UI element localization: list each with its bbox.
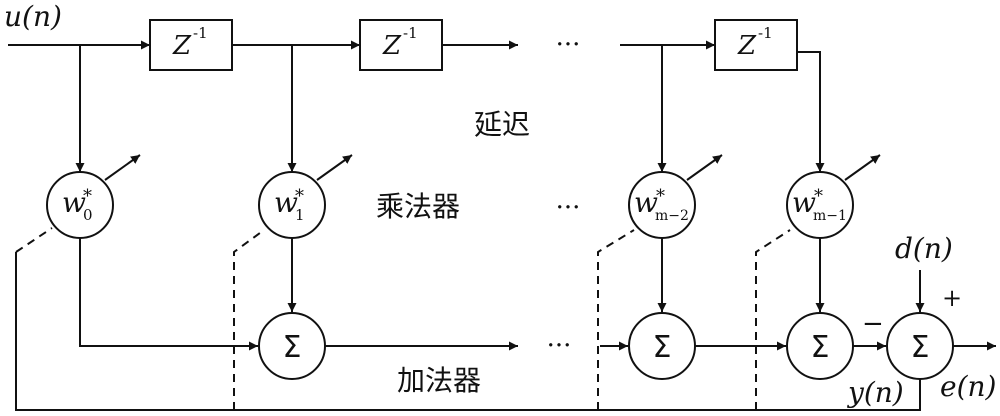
multiplier-m-2: w * m−2 [628, 154, 723, 239]
weight-base: w [62, 186, 86, 219]
weight-conj: * [656, 186, 665, 207]
weight-base: w [634, 186, 658, 219]
weight-index: m−1 [813, 208, 847, 224]
multiplier-outputs [79, 238, 825, 351]
sum-symbol: Σ [811, 330, 830, 365]
weight-conj: * [814, 186, 823, 207]
weight-base: w [274, 186, 298, 219]
delay-power: -1 [758, 24, 773, 42]
output-signal-label: y(n) [846, 376, 904, 409]
delay-label: 延迟 [474, 108, 530, 141]
update-paths [15, 227, 791, 410]
input-signal-label: u(n) [4, 0, 62, 33]
delay-symbol: Z [172, 31, 192, 61]
delay-symbol: Z [382, 31, 402, 61]
multiplier-m-1: w * m−1 [786, 154, 881, 239]
adder-1: Σ [258, 312, 326, 380]
sum-symbol: Σ [653, 330, 672, 365]
sum-symbol: Σ [283, 330, 302, 365]
delay-power: -1 [193, 24, 208, 42]
plus-sign: + [942, 284, 962, 312]
weight-conj: * [295, 186, 304, 207]
weight-index: m−2 [655, 208, 689, 224]
tap-lines [75, 45, 667, 172]
ellipsis-delay-line: ··· [556, 30, 581, 60]
multiplier-0: w * 0 [46, 154, 141, 239]
sum-symbol: Σ [911, 330, 930, 365]
ellipsis-adders: ··· [547, 331, 572, 361]
delay-box-1: Z -1 [149, 19, 233, 71]
delay-power: -1 [403, 24, 418, 42]
multiplier-1: w * 1 [258, 154, 353, 239]
weight-index: 1 [295, 206, 305, 224]
desired-signal-label: d(n) [895, 232, 953, 265]
adder-2: Σ [628, 312, 696, 380]
adder-3: Σ [786, 312, 854, 380]
adder-label: 加法器 [397, 364, 481, 397]
weight-conj: * [83, 186, 92, 207]
adder-chain [15, 252, 996, 411]
weight-base: w [792, 186, 816, 219]
ellipsis-multipliers: ··· [556, 193, 581, 223]
minus-sign: − [862, 309, 884, 339]
delay-symbol: Z [737, 31, 757, 61]
weight-index: 0 [83, 206, 93, 224]
error-signal-label: e(n) [940, 370, 996, 403]
delay-box-2: Z -1 [359, 19, 443, 71]
delay-box-3: Z -1 [714, 19, 798, 71]
multiplier-label: 乘法器 [376, 190, 460, 223]
